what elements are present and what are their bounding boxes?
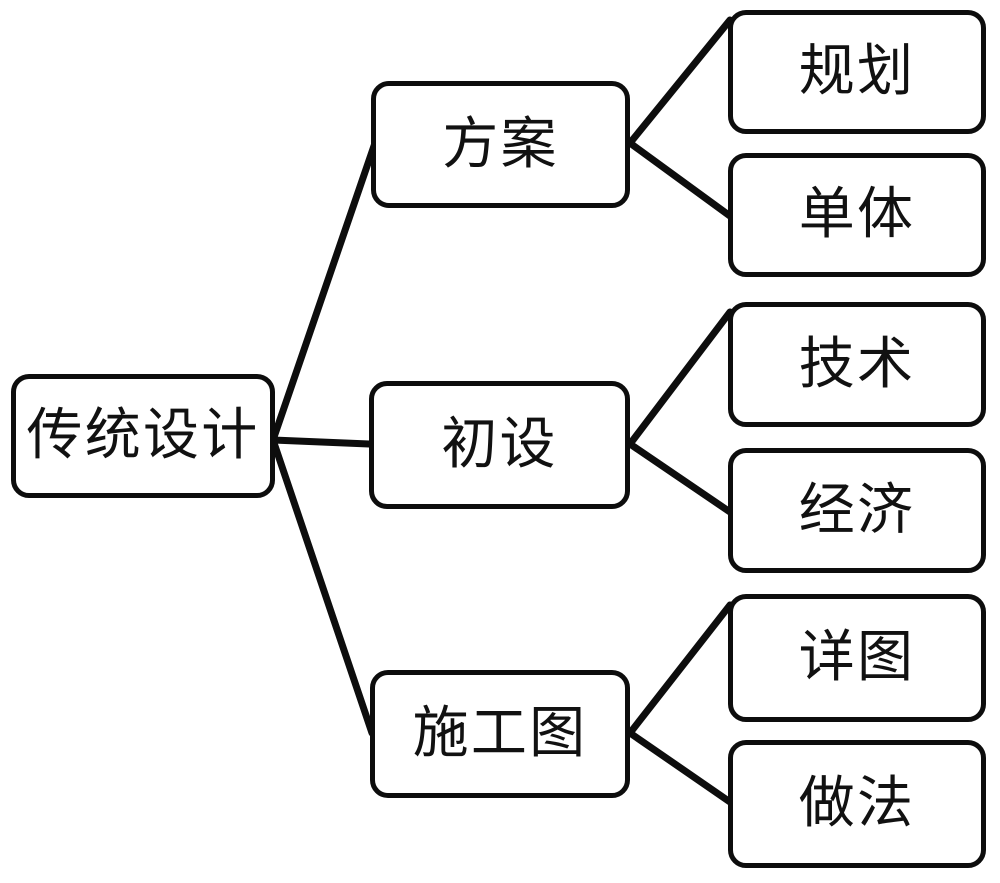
node-leaf-jishu[interactable]: 技术: [728, 302, 986, 427]
node-branch-shigongtu[interactable]: 施工图: [370, 670, 630, 798]
node-branch-shigongtu-label: 施工图: [412, 701, 588, 766]
node-leaf-jishu-label: 技术: [798, 331, 916, 397]
node-leaf-xiangtu-label: 详图: [798, 625, 916, 690]
node-leaf-jingji-label: 经济: [798, 477, 916, 543]
node-branch-fangan-label: 方案: [442, 111, 559, 177]
edge-branch-2-to-leaf-1: [626, 308, 734, 448]
node-root[interactable]: 传统设计: [11, 374, 275, 498]
edge-branch-3-to-leaf-1: [626, 601, 734, 737]
node-leaf-guihua-label: 规划: [798, 39, 916, 104]
edge-root-to-branch-2: [269, 436, 373, 448]
edge-branch-3-to-leaf-2: [626, 729, 734, 806]
edge-branch-1-to-leaf-1: [626, 16, 734, 147]
node-leaf-jingji[interactable]: 经济: [728, 448, 986, 573]
node-branch-fangan[interactable]: 方案: [371, 81, 630, 208]
node-leaf-danti[interactable]: 单体: [728, 153, 986, 277]
node-branch-chushe[interactable]: 初设: [369, 381, 630, 509]
node-branch-chushe-label: 初设: [441, 412, 558, 477]
edge-branch-2-to-leaf-2: [626, 440, 734, 516]
node-leaf-zuofa[interactable]: 做法: [728, 740, 986, 868]
node-root-label: 传统设计: [26, 403, 260, 468]
node-leaf-zuofa-label: 做法: [798, 771, 916, 836]
node-leaf-guihua[interactable]: 规划: [728, 10, 986, 134]
edge-branch-1-to-leaf-2: [626, 139, 734, 220]
edge-root-to-branch-3: [269, 436, 376, 737]
edge-root-to-branch-1: [269, 139, 379, 444]
node-leaf-danti-label: 单体: [798, 182, 916, 247]
node-leaf-xiangtu[interactable]: 详图: [728, 594, 986, 722]
